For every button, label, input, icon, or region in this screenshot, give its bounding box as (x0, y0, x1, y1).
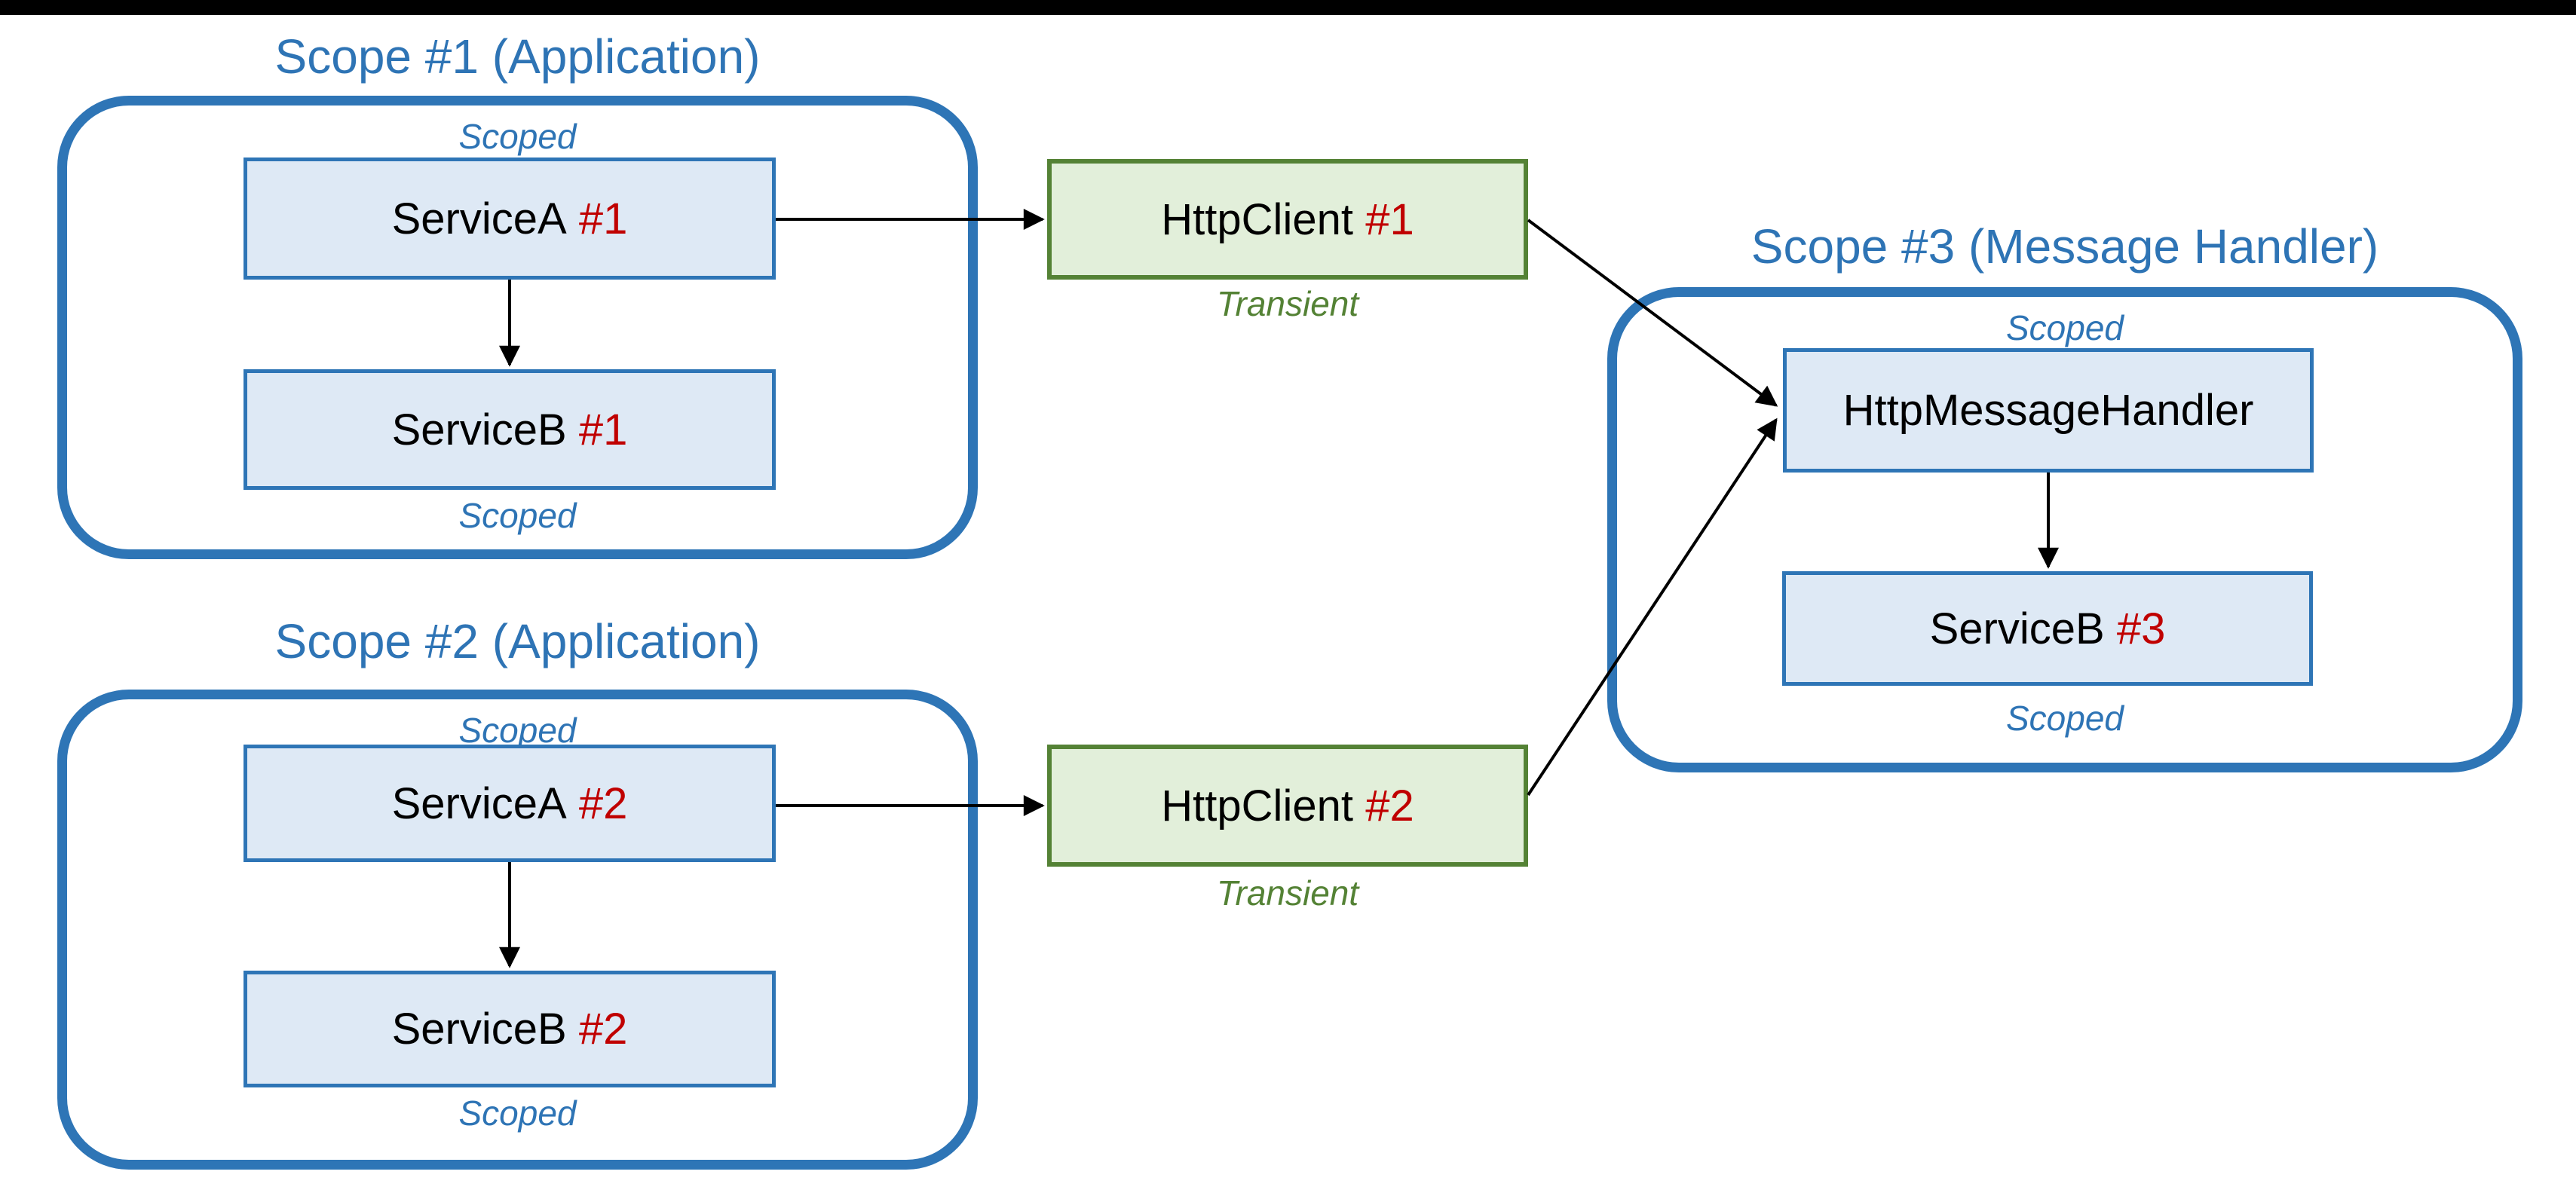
node-instance-number: #2 (578, 1005, 628, 1054)
node-label: ServiceA (391, 194, 567, 243)
node-httpclient-1: HttpClient #1 (1047, 159, 1528, 280)
node-serviceb-1: ServiceB #1 (244, 369, 776, 490)
scope2-top-lifetime-label: Scoped (458, 711, 577, 750)
httpclient1-lifetime-label: Transient (1216, 284, 1359, 323)
node-label: HttpMessageHandler (1842, 386, 2254, 435)
node-instance-number: #1 (578, 194, 628, 243)
scope1-boundary (57, 96, 978, 559)
node-instance-number: #3 (2116, 604, 2166, 653)
scope3-top-lifetime-label: Scoped (2005, 308, 2124, 347)
node-label: ServiceB (1929, 604, 2105, 653)
node-instance-number: #2 (578, 778, 628, 828)
scope2-boundary (57, 690, 978, 1170)
scope2-bottom-lifetime-label: Scoped (458, 1093, 577, 1133)
scope1-bottom-lifetime-label: Scoped (458, 496, 577, 535)
scope1-title: Scope #1 (Application) (274, 29, 761, 84)
scope3-bottom-lifetime-label: Scoped (2005, 699, 2124, 738)
node-instance-number: #1 (578, 405, 628, 454)
node-label: ServiceB (391, 405, 567, 454)
node-httpclient-2: HttpClient #2 (1047, 745, 1528, 867)
node-label: HttpClient (1161, 194, 1353, 244)
node-instance-number: #1 (1365, 194, 1414, 244)
scope1-top-lifetime-label: Scoped (458, 117, 577, 156)
scope3-title: Scope #3 (Message Handler) (1751, 219, 2379, 274)
node-label: ServiceA (391, 778, 567, 828)
httpclient2-lifetime-label: Transient (1216, 873, 1359, 913)
node-instance-number: #2 (1365, 781, 1414, 830)
node-httpmessagehandler: HttpMessageHandler (1783, 348, 2314, 473)
node-servicea-1: ServiceA #1 (244, 158, 776, 280)
node-label: ServiceB (391, 1005, 567, 1054)
letterbox-top (0, 0, 2576, 15)
scope2-title: Scope #2 (Application) (274, 614, 761, 668)
node-servicea-2: ServiceA #2 (244, 745, 776, 862)
node-serviceb-3: ServiceB #3 (1782, 571, 2313, 686)
node-label: HttpClient (1161, 781, 1353, 830)
node-serviceb-2: ServiceB #2 (244, 971, 776, 1087)
